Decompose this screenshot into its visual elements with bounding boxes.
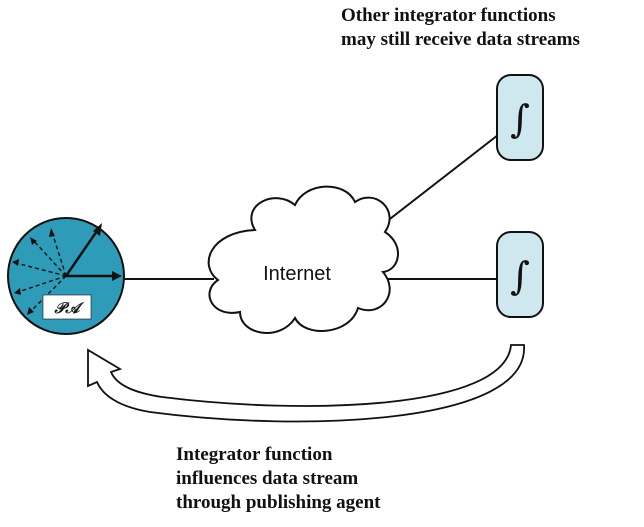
- caption-line: Integrator function: [176, 444, 333, 465]
- integral-icon: ∫: [510, 97, 530, 141]
- agent-vector-dashed: [17, 275, 67, 293]
- agent-vector-arrowhead: [112, 271, 122, 281]
- agent-label-box: [42, 294, 92, 320]
- agent-vector-dashed: [15, 262, 67, 277]
- integrator-function-bottom: ∫: [496, 231, 544, 318]
- agent-vector-arrowhead: [30, 237, 37, 245]
- agent-vector-solid: [64, 227, 101, 277]
- caption-integrator-influence: Integrator function influences data stre…: [176, 443, 381, 515]
- caption-line: Other integrator functions: [341, 5, 556, 26]
- agent-label: 𝒫𝒜: [53, 299, 85, 317]
- agent-vector-arrowhead: [49, 228, 55, 237]
- caption-line: through publishing agent: [176, 492, 381, 513]
- feedback-arrow: [87, 344, 525, 423]
- agent-vector-dashed: [29, 275, 67, 313]
- integral-icon: ∫: [510, 254, 530, 298]
- internet-label: Internet: [263, 263, 331, 285]
- agent-vector-dashed: [32, 239, 67, 277]
- internet-cloud: Internet: [207, 185, 399, 334]
- integrator-box: [496, 231, 544, 318]
- agent-vector-dashed: [51, 231, 67, 277]
- caption-other-integrators: Other integrator functions may still rec…: [341, 4, 580, 52]
- caption-line: may still receive data streams: [341, 29, 580, 50]
- publishing-agent: 𝒫𝒜: [7, 217, 125, 335]
- agent-vector-arrowhead: [12, 259, 19, 266]
- integrator-box: [496, 74, 544, 161]
- agent-vector-arrowhead: [93, 223, 102, 236]
- agent-vector-arrowhead: [27, 307, 34, 315]
- integrator-function-top: ∫: [496, 74, 544, 161]
- agent-vector-arrowhead: [14, 288, 21, 295]
- caption-line: influences data stream: [176, 468, 359, 489]
